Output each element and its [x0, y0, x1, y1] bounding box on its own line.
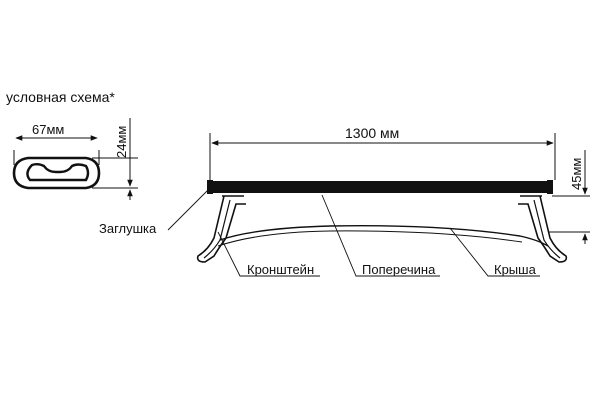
profile-outline: [12, 156, 101, 190]
callout-roof: Крыша: [494, 262, 537, 277]
profile-section: 67мм 24мм: [12, 118, 138, 200]
end-cap-right: [547, 180, 553, 194]
bracket-right: [518, 195, 568, 263]
profile-inner: [26, 163, 90, 182]
assembly-height-label: 45мм: [569, 158, 584, 190]
bracket-left: [196, 195, 246, 263]
profile-height-label: 24мм: [114, 126, 129, 158]
diagram-title: условная схема*: [6, 89, 115, 105]
roof-curve: [219, 225, 549, 247]
length-label: 1300 мм: [345, 125, 399, 141]
callout-bracket: Кронштейн: [247, 262, 314, 277]
callout-end-cap: Заглушка: [99, 221, 157, 236]
profile-width-label: 67мм: [32, 122, 64, 137]
end-cap-left: [207, 180, 213, 194]
rack-assembly: 1300 мм 45мм Заглушка Кронштейн Поперечи…: [99, 125, 590, 277]
crossbar-bar: [212, 181, 548, 193]
callout-crossbar: Поперечина: [362, 262, 436, 277]
